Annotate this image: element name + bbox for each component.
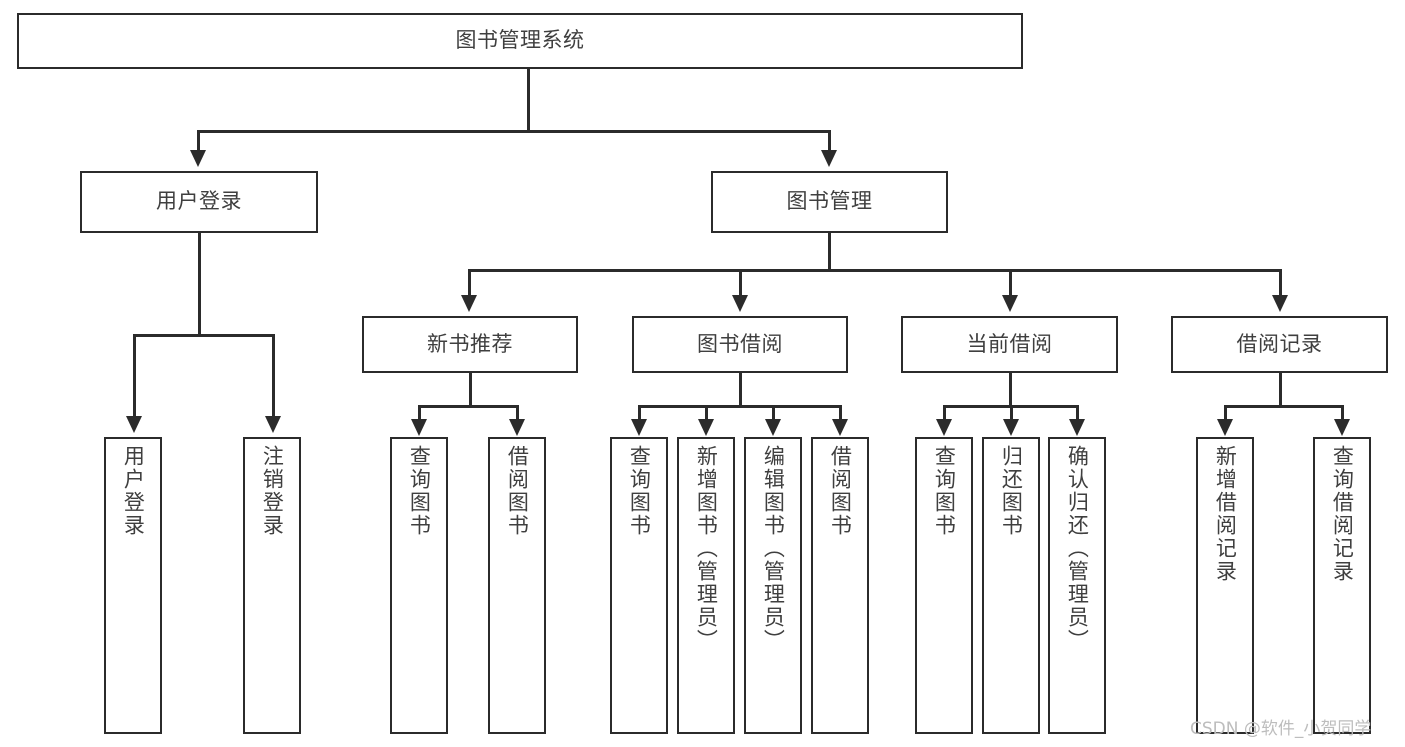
connector-recommend-drop-2 [516,405,519,421]
connector-book-manage-drop-1 [468,269,471,297]
node-borrow-records[interactable]: 借阅记录 [1171,316,1388,373]
leaf-user-login-logout[interactable]: 注销登录 [243,437,301,734]
connector-book-manage-bus [468,269,1282,272]
node-label: 图书借阅 [697,331,783,356]
leaf-borrow-query-book[interactable]: 查询图书 [610,437,668,734]
node-book-borrow[interactable]: 图书借阅 [632,316,848,373]
connector-current-drop-1 [943,405,946,421]
connector-root-drop-right [828,130,831,152]
node-label: 借阅图书 [828,445,853,537]
connector-book-manage-drop-4 [1279,269,1282,297]
arrowhead-to-book-borrow [732,295,748,312]
node-user-login[interactable]: 用户登录 [80,171,318,233]
arrowhead-records-leaf-1 [1217,419,1233,436]
node-label: 图书管理 [786,189,873,214]
leaf-current-query-book[interactable]: 查询图书 [915,437,973,734]
node-root-system[interactable]: 图书管理系统 [17,13,1023,69]
leaf-borrow-borrow-book[interactable]: 借阅图书 [811,437,869,734]
arrowhead-to-user-login-leaf-1 [126,416,142,433]
node-label: 借阅记录 [1236,331,1323,356]
connector-root-bus [197,130,831,133]
connector-current-stem [1009,373,1012,407]
arrowhead-borrow-leaf-4 [832,419,848,436]
node-label: 用户登录 [156,189,242,214]
leaf-current-return-book[interactable]: 归还图书 [982,437,1040,734]
arrowhead-borrow-leaf-3 [765,419,781,436]
node-label: 新增借阅记录 [1213,445,1238,583]
node-label: 当前借阅 [966,331,1053,356]
connector-current-drop-3 [1076,405,1079,421]
leaf-recommend-query-book[interactable]: 查询图书 [390,437,448,734]
arrowhead-to-borrow-records [1272,295,1288,312]
connector-records-drop-1 [1224,405,1227,421]
node-label: 查询图书 [407,445,432,537]
connector-user-login-drop-2 [272,334,275,418]
connector-borrow-drop-4 [839,405,842,421]
leaf-user-login-login[interactable]: 用户登录 [104,437,162,734]
arrowhead-to-current-borrow [1002,295,1018,312]
connector-borrow-bus [638,405,841,408]
arrowhead-to-user-login [190,150,206,167]
connector-book-manage-stem [828,233,831,271]
connector-records-stem [1279,373,1282,407]
leaf-borrow-edit-book-admin[interactable]: 编辑图书（管理员） [744,437,802,734]
node-label: 查询借阅记录 [1330,445,1355,583]
connector-borrow-drop-2 [705,405,708,421]
leaf-recommend-borrow-book[interactable]: 借阅图书 [488,437,546,734]
leaf-records-query-record[interactable]: 查询借阅记录 [1313,437,1371,734]
node-book-management[interactable]: 图书管理 [711,171,948,233]
node-label: 归还图书 [999,445,1024,537]
arrowhead-current-leaf-1 [936,419,952,436]
connector-current-drop-2 [1010,405,1013,421]
csdn-watermark: CSDN @软件_小贺同学 [1190,719,1372,739]
connector-book-manage-drop-2 [739,269,742,297]
arrowhead-to-book-manage [821,150,837,167]
connector-book-manage-drop-3 [1009,269,1012,297]
connector-borrow-stem [739,373,742,407]
node-label: 新书推荐 [427,331,513,356]
connector-user-login-bus [133,334,275,337]
connector-borrow-drop-3 [772,405,775,421]
leaf-current-confirm-return-admin[interactable]: 确认归还（管理员） [1048,437,1106,734]
node-label: 用户登录 [121,445,146,537]
arrowhead-borrow-leaf-1 [631,419,647,436]
arrowhead-borrow-leaf-2 [698,419,714,436]
arrowhead-current-leaf-3 [1069,419,1085,436]
connector-records-drop-2 [1341,405,1344,421]
arrowhead-current-leaf-2 [1003,419,1019,436]
node-new-book-recommend[interactable]: 新书推荐 [362,316,578,373]
connector-recommend-drop-1 [418,405,421,421]
node-label: 新增图书（管理员） [694,445,719,652]
leaf-borrow-add-book-admin[interactable]: 新增图书（管理员） [677,437,735,734]
leaf-records-add-record[interactable]: 新增借阅记录 [1196,437,1254,734]
connector-recommend-stem [469,373,472,407]
node-label: 查询图书 [627,445,652,537]
arrowhead-to-new-book-recommend [461,295,477,312]
node-label: 查询图书 [932,445,957,537]
arrowhead-recommend-leaf-1 [411,419,427,436]
arrowhead-records-leaf-2 [1334,419,1350,436]
connector-root-stem [527,69,530,131]
connector-borrow-drop-1 [638,405,641,421]
connector-user-login-drop-1 [133,334,136,418]
node-current-borrow[interactable]: 当前借阅 [901,316,1118,373]
connector-records-bus [1224,405,1342,408]
node-label: 编辑图书（管理员） [761,445,786,652]
node-label: 图书管理系统 [455,28,585,53]
connector-user-login-stem [198,233,201,336]
node-label: 借阅图书 [505,445,530,537]
node-label: 确认归还（管理员） [1065,445,1090,652]
arrowhead-recommend-leaf-2 [509,419,525,436]
node-label: 注销登录 [260,445,285,537]
connector-recommend-bus [418,405,519,408]
connector-root-drop-left [197,130,200,152]
arrowhead-to-user-login-leaf-2 [265,416,281,433]
